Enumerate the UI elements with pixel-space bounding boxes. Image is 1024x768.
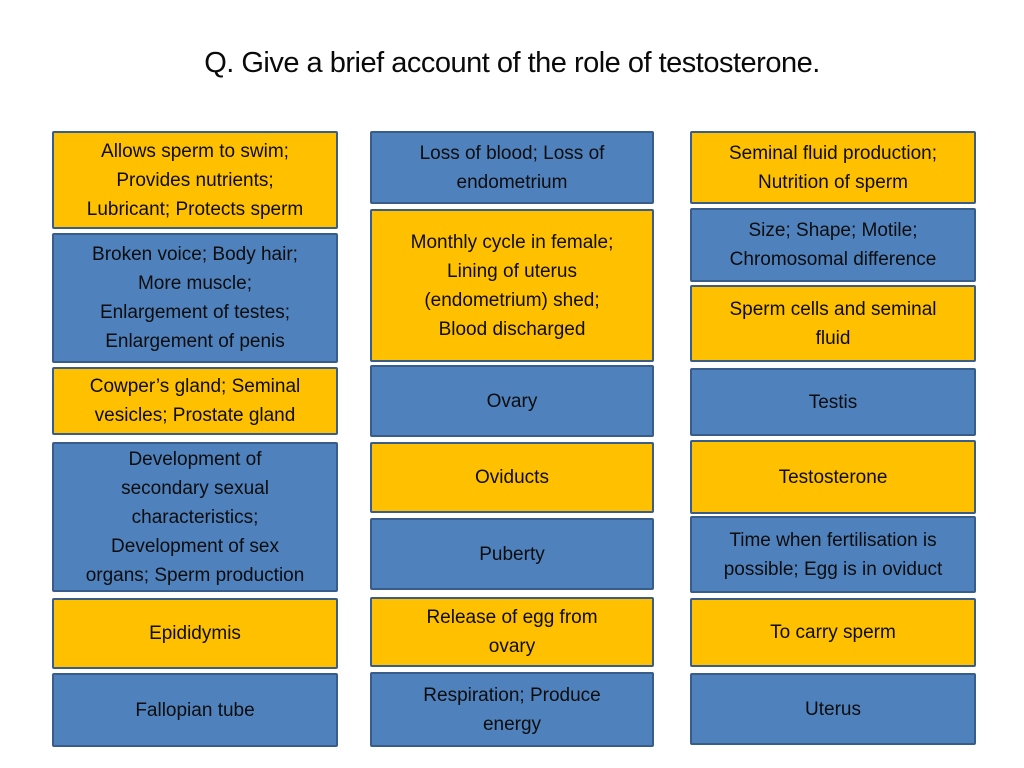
answer-box: Cowper’s gland; Seminal vesicles; Prosta… [52,367,338,435]
answer-box: Testis [690,368,976,436]
answer-box: Size; Shape; Motile; Chromosomal differe… [690,208,976,282]
answer-column-middle: Loss of blood; Loss of endometrium Month… [370,131,654,747]
answer-box: Seminal fluid production; Nutrition of s… [690,131,976,204]
slide-title: Q. Give a brief account of the role of t… [204,47,820,79]
answer-box: Respiration; Produce energy [370,672,654,747]
answer-box: Allows sperm to swim; Provides nutrients… [52,131,338,229]
answer-column-left: Allows sperm to swim; Provides nutrients… [52,131,338,747]
answer-box: Sperm cells and seminal fluid [690,285,976,362]
answer-box: Ovary [370,365,654,437]
answer-box: Epididymis [52,598,338,669]
answer-box: Uterus [690,673,976,745]
answer-box: Time when fertilisation is possible; Egg… [690,516,976,593]
answer-box: Monthly cycle in female; Lining of uteru… [370,209,654,362]
answer-box: Broken voice; Body hair; More muscle; En… [52,233,338,363]
answer-box: Puberty [370,518,654,590]
answer-column-right: Seminal fluid production; Nutrition of s… [690,131,976,745]
answer-box: Testosterone [690,440,976,514]
answer-box: Oviducts [370,442,654,513]
answer-box: Development of secondary sexual characte… [52,442,338,592]
answer-box: Fallopian tube [52,673,338,747]
answer-box: Release of egg from ovary [370,597,654,667]
answer-box: To carry sperm [690,598,976,667]
answer-box: Loss of blood; Loss of endometrium [370,131,654,204]
